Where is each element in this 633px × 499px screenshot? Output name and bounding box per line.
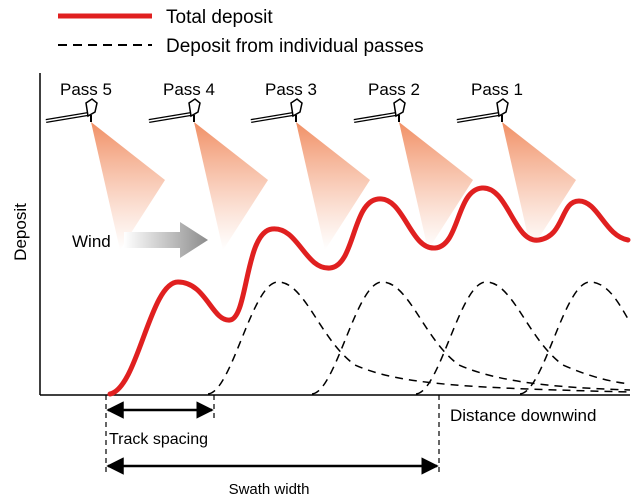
individual-deposit-curve bbox=[207, 281, 631, 395]
spray-plume-pass-4 bbox=[194, 122, 268, 250]
spray-plume-pass-1 bbox=[502, 122, 576, 250]
nozzle-icon bbox=[353, 98, 406, 123]
nozzle-icon bbox=[148, 98, 201, 123]
spray-plume-pass-3 bbox=[296, 122, 370, 250]
wind-arrow-icon bbox=[124, 222, 208, 258]
legend-total-label: Total deposit bbox=[166, 7, 273, 28]
x-axis-label: Distance downwind bbox=[450, 406, 596, 425]
individual-deposit-curves bbox=[207, 281, 631, 395]
swath-width-label: Swath width bbox=[229, 481, 310, 498]
nozzle-icon bbox=[45, 98, 98, 123]
pass-1-label: Pass 1 bbox=[471, 80, 523, 99]
y-axis-label: Deposit bbox=[11, 203, 30, 261]
total-deposit-curve bbox=[107, 185, 631, 397]
spray-plume-pass-2 bbox=[399, 122, 473, 250]
pass-3-label: Pass 3 bbox=[265, 80, 317, 99]
pass-2-label: Pass 2 bbox=[368, 80, 420, 99]
wind-indicator: Wind bbox=[72, 222, 208, 258]
pass-5-label: Pass 5 bbox=[60, 80, 112, 99]
axes: Deposit Distance downwind bbox=[11, 73, 630, 425]
legend-individual-label: Deposit from individual passes bbox=[166, 36, 424, 57]
spray-plumes bbox=[91, 122, 576, 250]
individual-deposit-curve bbox=[311, 281, 631, 395]
nozzle-icon bbox=[250, 98, 303, 123]
pass-4-label: Pass 4 bbox=[163, 80, 215, 99]
track-spacing-label: Track spacing bbox=[109, 431, 208, 448]
wind-label: Wind bbox=[72, 232, 111, 251]
individual-deposit-curve bbox=[415, 281, 631, 395]
dimensions: Track spacing Swath width bbox=[105, 395, 440, 498]
spray-plume-pass-5 bbox=[91, 122, 165, 250]
individual-deposit-curve bbox=[519, 281, 631, 395]
pass-labels: Pass 5 Pass 4 Pass 3 Pass 2 Pass 1 bbox=[60, 80, 523, 99]
spray-nozzles bbox=[45, 98, 509, 123]
legend: Total deposit Deposit from individual pa… bbox=[58, 7, 424, 57]
nozzle-icon bbox=[456, 98, 509, 123]
